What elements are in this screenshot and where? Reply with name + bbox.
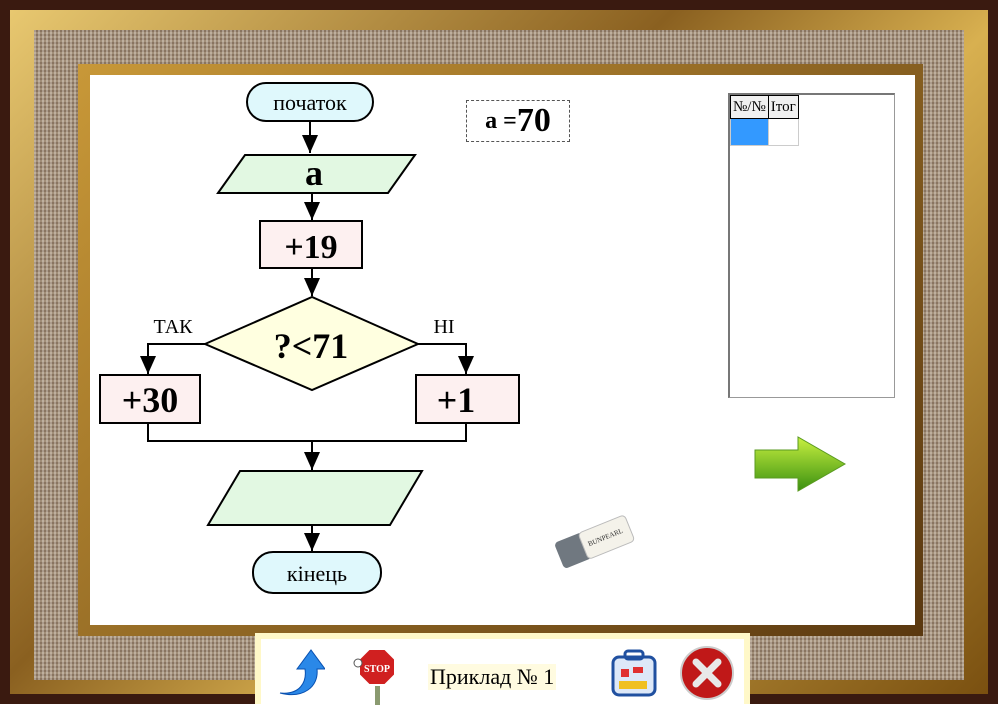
svg-text:STOP: STOP xyxy=(364,664,390,675)
variable-value: 70 xyxy=(516,102,551,139)
start-terminator[interactable] xyxy=(246,82,374,122)
yes-process-block[interactable] xyxy=(99,374,201,424)
table-row xyxy=(730,118,799,146)
toolbox-icon[interactable] xyxy=(609,647,659,699)
no-process-label: +1 xyxy=(437,380,476,420)
merge-line xyxy=(147,423,467,442)
eraser-icon[interactable]: BUNPEARL xyxy=(552,510,636,572)
next-arrow-icon[interactable] xyxy=(753,435,847,493)
back-arrow-icon[interactable] xyxy=(275,647,325,697)
stop-sign-icon[interactable]: STOP xyxy=(353,645,403,705)
start-label: початок xyxy=(273,90,347,115)
close-icon[interactable] xyxy=(679,645,735,701)
example-number-label: Приклад № 1 xyxy=(428,664,557,690)
end-terminator[interactable] xyxy=(252,551,382,594)
variable-display: a =70 xyxy=(466,100,570,142)
yes-label: ТАК xyxy=(153,316,193,338)
column-header-total[interactable]: Ітог xyxy=(767,95,799,119)
input-block[interactable] xyxy=(216,154,417,194)
end-label: кінець xyxy=(287,561,347,586)
output-block[interactable] xyxy=(206,470,424,526)
input-label: a xyxy=(305,153,323,193)
no-label: НІ xyxy=(433,316,454,338)
table-cell-number[interactable] xyxy=(730,118,769,146)
process-1-label: +19 xyxy=(284,229,337,266)
condition-label: ?<71 xyxy=(274,326,349,366)
yes-process-label: +30 xyxy=(122,380,179,420)
table-cell-total[interactable] xyxy=(767,118,799,146)
no-branch-line xyxy=(418,343,474,374)
no-process-block[interactable] xyxy=(415,374,520,424)
yes-branch-line xyxy=(140,343,205,374)
decision-block[interactable] xyxy=(202,295,421,392)
variable-label: a = xyxy=(485,107,517,134)
process-block-1[interactable] xyxy=(259,220,363,269)
bottom-toolbar: STOP Приклад № 1 xyxy=(255,633,750,705)
column-header-number[interactable]: №/№ xyxy=(730,95,769,119)
